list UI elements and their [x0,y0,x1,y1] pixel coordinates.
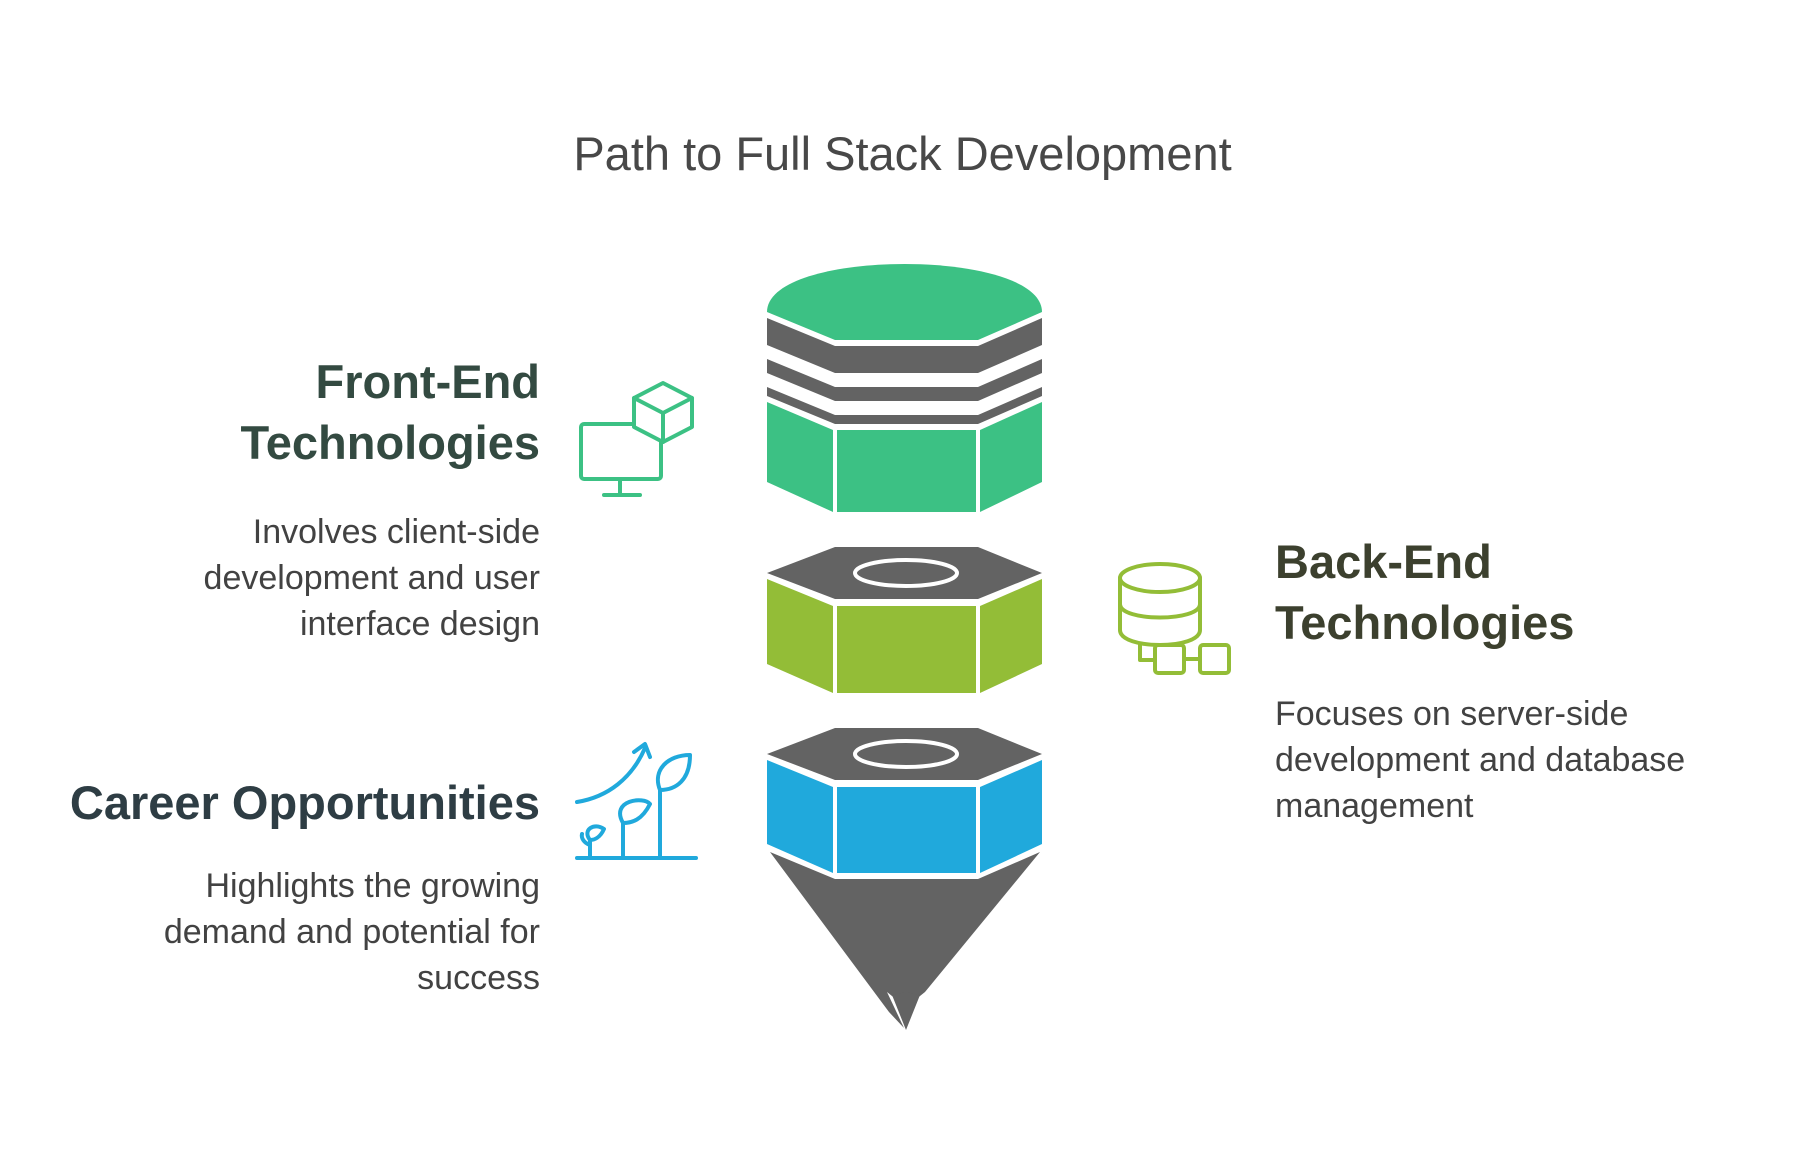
front-end-band-1 [767,318,1042,373]
back-end-heading: Back-End Technologies [1275,531,1795,653]
career-face-right [980,760,1042,873]
front-end-desc-line: Involves client-side [252,513,540,551]
front-end-segment [767,264,1042,512]
career-segment [767,728,1042,1030]
back-end-segment [767,547,1042,693]
back-end-hole [853,558,959,588]
back-end-face-center [837,606,976,693]
back-end-block: Back-End Technologies Focuses on server-… [1275,531,1795,829]
front-end-face-right [980,402,1042,512]
front-end-face-center [837,430,976,512]
career-block: Career Opportunities Highlights the grow… [0,772,540,1001]
front-end-heading-line1: Front-End [315,355,541,408]
front-end-heading-line2: Technologies [240,416,540,469]
front-end-heading: Front-End Technologies [20,351,540,473]
back-end-heading-line2: Technologies [1275,596,1575,649]
front-end-desc-line: interface design [299,605,540,643]
page-title: Path to Full Stack Development [573,127,1232,180]
database-icon [1118,562,1231,675]
career-desc-line: Highlights the growing [205,867,540,905]
front-end-band-3 [767,387,1042,424]
career-face-left [767,760,833,873]
back-end-face-left [767,579,833,693]
career-description: Highlights the growing demand and potent… [0,863,540,1001]
pencil-tip [770,852,1040,1028]
back-end-desc-line: Focuses on server-side [1275,695,1629,733]
career-heading: Career Opportunities [69,776,540,829]
front-end-face-left [767,402,833,512]
career-desc-line: demand and potential for [163,913,540,951]
front-end-block: Front-End Technologies Involves client-s… [20,351,540,647]
career-top [767,728,1042,780]
front-end-description: Involves client-side development and use… [20,509,540,647]
career-hole [853,739,959,769]
front-end-desc-line: development and user [203,559,540,597]
back-end-heading-line1: Back-End [1275,535,1492,588]
career-face-center [837,787,976,873]
back-end-top [767,547,1042,599]
plant-growth-icon [575,742,698,860]
monitor-cube-icon [579,381,694,497]
front-end-band-2 [767,359,1042,401]
pencil-tip-point [892,992,920,1030]
back-end-desc-line: management [1275,787,1474,825]
back-end-description: Focuses on server-side development and d… [1275,691,1795,829]
back-end-face-right [980,579,1042,693]
front-end-cap [767,264,1042,340]
career-desc-line: success [417,959,540,997]
back-end-desc-line: development and database [1275,741,1686,779]
